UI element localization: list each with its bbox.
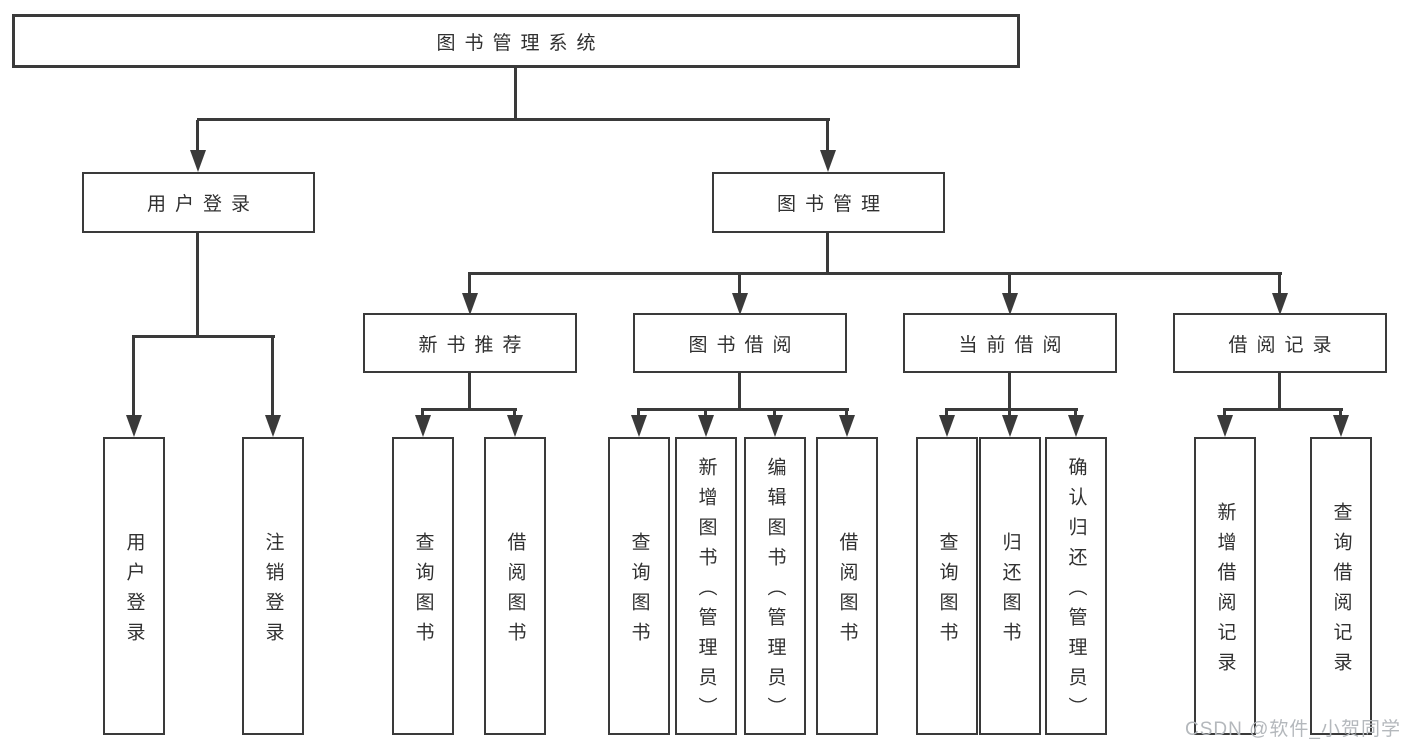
leaf-label: 借阅图书 (504, 531, 526, 652)
connector-line (514, 68, 517, 118)
leaf-label: 查询图书 (412, 531, 434, 652)
arrowhead (631, 415, 647, 437)
arrowhead (1333, 415, 1349, 437)
connector-line (421, 408, 517, 411)
arrowhead (126, 415, 142, 437)
connector-line (421, 410, 424, 419)
connector-line (1223, 408, 1343, 411)
arrowhead (265, 415, 281, 437)
leaf-label: 新增借阅记录 (1214, 501, 1236, 682)
leaf-label: 借阅图书 (836, 531, 858, 652)
leaf-add-borrow-record: 新增借阅记录 (1194, 437, 1256, 735)
leaf-query-borrow-record: 查询借阅记录 (1310, 437, 1372, 735)
node-label: 借阅记录 (1228, 334, 1341, 356)
node-new-book-recommendation: 新书推荐 (363, 313, 577, 373)
leaf-query-books-borrow: 查询图书 (608, 437, 670, 735)
arrowhead (732, 293, 748, 315)
connector-line (704, 410, 707, 419)
node-borrowing-records: 借阅记录 (1173, 313, 1387, 373)
node-current-borrowing: 当前借阅 (903, 313, 1117, 373)
leaf-edit-books-admin: 编辑图书（管理员） (744, 437, 806, 735)
connector-line (1008, 410, 1011, 419)
node-label: 图书管理 (776, 194, 889, 215)
connector-line (132, 335, 275, 338)
connector-line (637, 408, 849, 411)
node-label: 用户登录 (146, 194, 259, 215)
connector-line (738, 274, 741, 293)
connector-line (826, 233, 829, 272)
arrowhead (698, 415, 714, 437)
connector-line (468, 274, 471, 293)
arrowhead (820, 150, 836, 172)
connector-line (637, 410, 640, 419)
connector-line (468, 373, 471, 408)
leaf-label: 确认归还（管理员） (1065, 456, 1087, 727)
arrowhead (1217, 415, 1233, 437)
connector-line (468, 272, 1282, 275)
arrowhead (1002, 293, 1018, 315)
leaf-label: 用户登录 (123, 531, 145, 652)
connector-line (196, 120, 199, 152)
node-book-borrowing: 图书借阅 (633, 313, 847, 373)
node-book-management: 图书管理 (712, 172, 945, 233)
connector-line (1278, 373, 1281, 408)
node-label: 图书借阅 (688, 334, 801, 356)
leaf-query-books-recommend: 查询图书 (392, 437, 454, 735)
leaf-label: 归还图书 (999, 531, 1021, 652)
arrowhead (1068, 415, 1084, 437)
arrowhead (939, 415, 955, 437)
connector-line (1339, 410, 1342, 419)
node-label: 当前借阅 (958, 334, 1071, 356)
connector-line (845, 410, 848, 419)
leaf-logout: 注销登录 (242, 437, 304, 735)
leaf-query-books-current: 查询图书 (916, 437, 978, 735)
connector-line (132, 337, 135, 415)
arrowhead (507, 415, 523, 437)
connector-line (197, 118, 830, 121)
leaf-label: 注销登录 (262, 531, 284, 652)
leaf-label: 编辑图书（管理员） (764, 456, 786, 727)
connector-line (1278, 274, 1281, 293)
leaf-label: 新增图书（管理员） (695, 456, 717, 727)
leaf-borrow-books-recommend: 借阅图书 (484, 437, 546, 735)
arrowhead (190, 150, 206, 172)
connector-line (826, 120, 829, 152)
connector-line (738, 373, 741, 408)
node-label: 新书推荐 (418, 334, 531, 356)
arrowhead (767, 415, 783, 437)
connector-line (1223, 410, 1226, 419)
arrowhead (839, 415, 855, 437)
arrowhead (415, 415, 431, 437)
connector-line (945, 410, 948, 419)
connector-line (271, 337, 274, 415)
arrowhead (462, 293, 478, 315)
node-label: 图书管理系统 (436, 32, 605, 54)
connector-line (1008, 274, 1011, 293)
connector-line (513, 410, 516, 419)
arrowhead (1272, 293, 1288, 315)
node-library-management-system: 图书管理系统 (12, 14, 1020, 68)
connector-line (1074, 410, 1077, 419)
connector-line (773, 410, 776, 419)
connector-line (196, 233, 199, 335)
leaf-add-books-admin: 新增图书（管理员） (675, 437, 737, 735)
leaf-borrow-books: 借阅图书 (816, 437, 878, 735)
arrowhead (1002, 415, 1018, 437)
connector-line (945, 408, 1078, 411)
csdn-watermark: CSDN @软件_小贺同学 (1185, 719, 1401, 740)
leaf-user-login: 用户登录 (103, 437, 165, 735)
leaf-confirm-return-admin: 确认归还（管理员） (1045, 437, 1107, 735)
connector-line (1008, 373, 1011, 408)
leaf-label: 查询图书 (628, 531, 650, 652)
leaf-label: 查询图书 (936, 531, 958, 652)
node-user-login: 用户登录 (82, 172, 315, 233)
leaf-return-books: 归还图书 (979, 437, 1041, 735)
leaf-label: 查询借阅记录 (1330, 501, 1352, 682)
